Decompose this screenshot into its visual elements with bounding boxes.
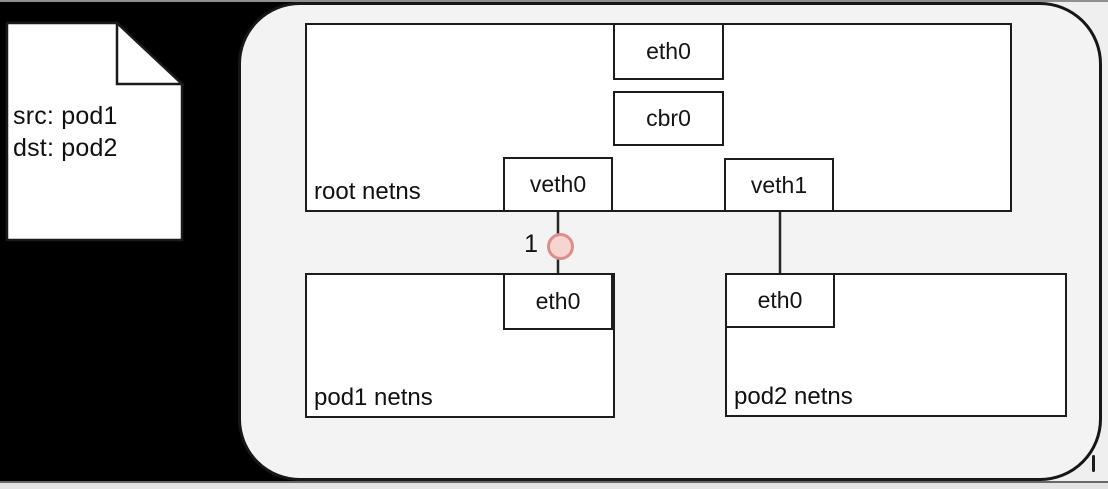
packet-document-icon: [5, 20, 186, 243]
sketch-stroke-artifact: [1092, 455, 1095, 472]
veth0-box: veth0: [503, 157, 613, 212]
packet-dst-line: dst: pod2: [13, 134, 118, 162]
root-netns-label: root netns: [314, 178, 421, 205]
step-marker-label: 1: [524, 230, 538, 258]
pod2-eth0-box: eth0: [725, 273, 835, 328]
pod1-netns-label: pod1 netns: [314, 384, 433, 411]
veth1-box: veth1: [724, 158, 834, 212]
node-eth0-label: eth0: [646, 38, 691, 64]
packet-src-line: src: pod1: [13, 102, 118, 130]
step-marker-circle: [547, 233, 574, 260]
dog-ear-fold-icon: [115, 20, 186, 86]
cbr0-bridge-box: cbr0: [613, 91, 724, 146]
veth1-label: veth1: [750, 171, 808, 198]
frame-top-edge: [0, 0, 1108, 2]
pod2-eth0-label: eth0: [757, 287, 803, 313]
node-eth0-box: eth0: [613, 23, 724, 80]
pod1-eth0-box: eth0: [503, 273, 613, 330]
pod2-netns-label: pod2 netns: [734, 383, 853, 410]
pod1-eth0-label: eth0: [535, 288, 581, 314]
cbr0-label: cbr0: [646, 105, 691, 131]
packet-header-text: src: pod1 dst: pod2: [13, 100, 118, 164]
frame-bottom-edge: [0, 481, 1108, 489]
veth0-label: veth0: [529, 171, 587, 197]
